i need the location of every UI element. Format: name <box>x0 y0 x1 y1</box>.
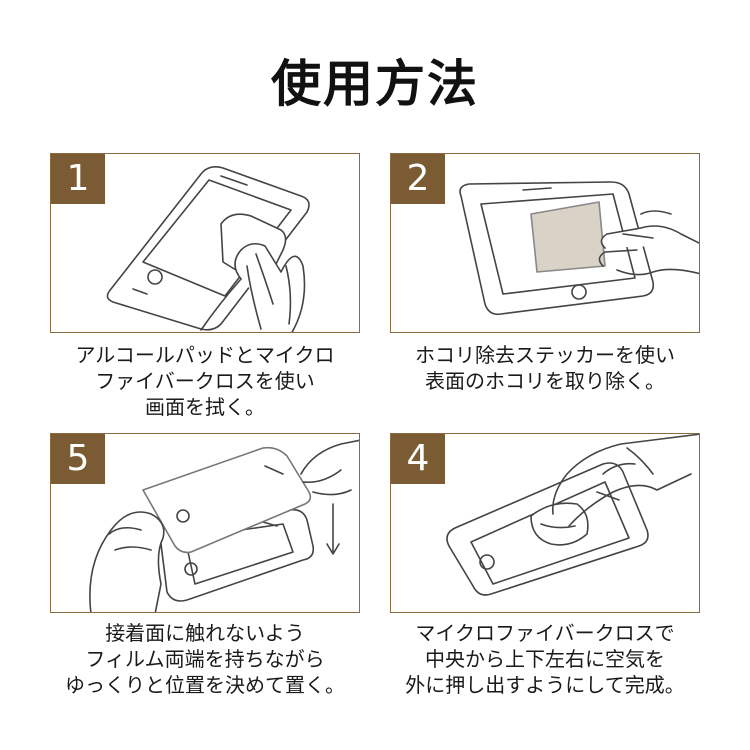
step-2-caption: ホコリ除去ステッカーを使い 表面のホコリを取り除く。 <box>365 342 725 394</box>
step-number-badge: 1 <box>51 154 105 204</box>
wipe-screen-illustration <box>106 166 310 332</box>
step-5-panel: 5 <box>50 433 360 613</box>
caption-line: アルコールパッドとマイクロ <box>75 343 335 367</box>
caption-line: ファイバークロスを使い <box>95 369 315 393</box>
step-5-caption: 接着面に触れないよう フィルム両端を持ちながら ゆっくりと位置を決めて置く。 <box>25 620 385 698</box>
step-2-panel: 2 <box>390 153 700 333</box>
step-1-panel: 1 <box>50 153 360 333</box>
step-1-caption: アルコールパッドとマイクロ ファイバークロスを使い 画面を拭く。 <box>25 342 385 420</box>
press-air-out-illustration <box>446 434 699 596</box>
caption-line: 接着面に触れないよう <box>105 621 305 645</box>
caption-line: マイクロファイバークロスで <box>415 621 675 645</box>
caption-line: 画面を拭く。 <box>145 395 265 419</box>
caption-line: フィルム両端を持ちながら <box>85 647 325 671</box>
step-number-badge: 2 <box>391 154 445 204</box>
step-4-caption: マイクロファイバークロスで 中央から上下左右に空気を 外に押し出すようにして完成… <box>365 620 725 698</box>
step-number-badge: 5 <box>51 434 105 484</box>
page-title: 使用方法 <box>271 54 479 113</box>
caption-line: 外に押し出すようにして完成。 <box>405 673 685 697</box>
caption-line: ホコリ除去ステッカーを使い <box>415 343 675 367</box>
caption-line: 中央から上下左右に空気を <box>425 647 665 671</box>
step-4-panel: 4 <box>390 433 700 613</box>
remove-dust-illustration <box>459 181 699 316</box>
caption-line: ゆっくりと位置を決めて置く。 <box>65 673 345 697</box>
step-number-badge: 4 <box>391 434 445 484</box>
place-film-illustration <box>89 439 359 612</box>
caption-line: 表面のホコリを取り除く。 <box>425 369 665 393</box>
